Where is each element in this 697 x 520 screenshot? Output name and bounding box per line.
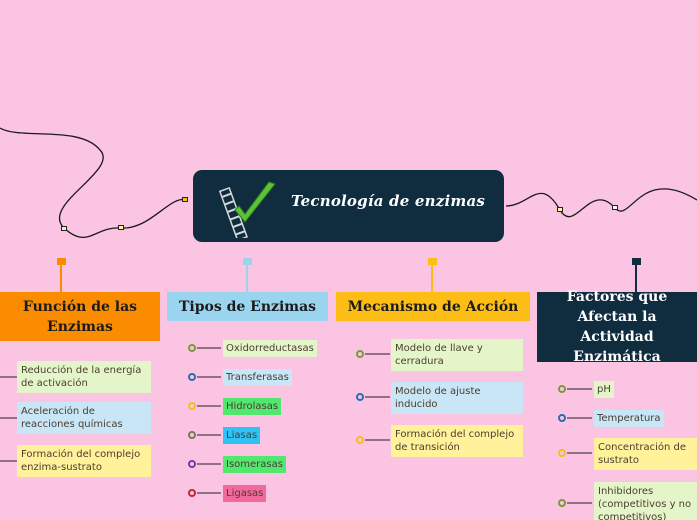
bullet-dot [558,499,566,507]
leaf-factores-3[interactable]: Concentración de sustrato [594,438,697,470]
branch-header-tipos[interactable]: Tipos de Enzimas [167,292,328,321]
bullet-dot [188,344,196,352]
branch-header-funcion[interactable]: Función de las Enzimas [0,292,160,341]
connector-right [505,188,697,218]
bullet-dot [188,431,196,439]
checkmark-ladder-icon [218,181,276,238]
branch-header-mecanismo[interactable]: Mecanismo de Acción [336,292,530,321]
connector-left [0,127,187,238]
leaf-tipos-3[interactable]: Hidrolasas [223,398,282,415]
leaf-mecanismo-1[interactable]: Modelo de llave y cerradura [391,339,523,371]
bullet-dot [356,393,364,401]
leaf-tipos-1[interactable]: Oxidorreductasas [223,340,317,357]
leaf-mecanismo-3[interactable]: Formación del complejo de transición [391,425,523,457]
connector-handle[interactable] [557,207,563,212]
connector-handle[interactable] [182,197,188,202]
bullet-dot [188,402,196,410]
leaf-factores-2[interactable]: Temperatura [594,410,664,427]
bullet-dot [558,414,566,422]
bullet-dot [188,460,196,468]
connector-handle[interactable] [612,205,618,210]
connector-handle[interactable] [61,226,67,231]
leaf-funcion-2[interactable]: Aceleración de reacciones químicas [17,402,151,434]
leaf-funcion-1[interactable]: Reducción de la energía de activación [17,361,151,393]
bullet-dot [356,436,364,444]
bullet-dot [188,489,196,497]
bullet-dot [356,350,364,358]
leaf-mecanismo-2[interactable]: Modelo de ajuste inducido [391,382,523,414]
branch-header-factores[interactable]: Factores que Afectan la Actividad Enzimá… [537,289,697,365]
leaf-factores-4[interactable]: Inhibidores (competitivos y no competiti… [594,482,697,520]
leaf-funcion-3[interactable]: Formación del complejo enzima-sustrato [17,445,151,477]
central-title: Tecnología de enzimas [291,192,486,210]
leaf-tipos-5[interactable]: Isomerasas [223,456,286,473]
bullet-dot [558,385,566,393]
connector-handle[interactable] [118,225,124,230]
bullet-dot [188,373,196,381]
leaf-factores-1[interactable]: pH [594,381,614,398]
central-topic[interactable]: Tecnología de enzimas [193,170,504,242]
bullet-dot [558,449,566,457]
leaf-tipos-6[interactable]: Ligasas [223,485,267,502]
leaf-tipos-2[interactable]: Transferasas [223,369,292,386]
leaf-tipos-4[interactable]: Liasas [223,427,261,444]
